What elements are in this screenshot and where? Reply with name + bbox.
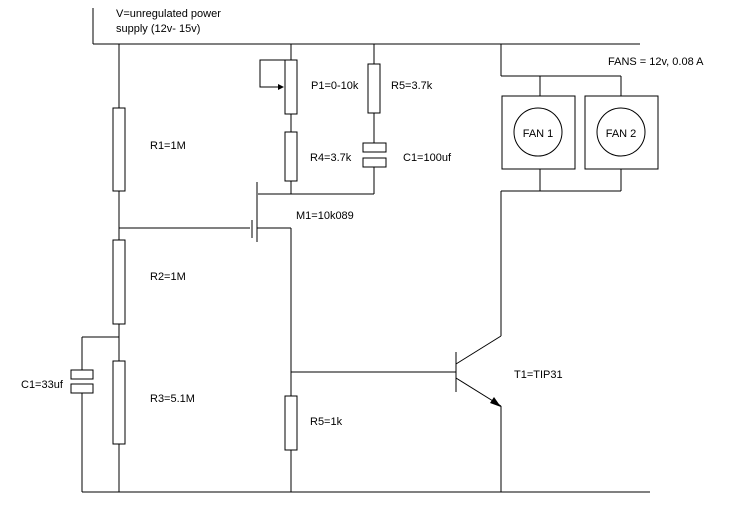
supply-label-line1: V=unregulated power: [116, 8, 221, 20]
supply-label-line2: supply (12v- 15v): [116, 23, 200, 35]
resistor-r2: [112, 239, 126, 325]
left-divider-wires: [82, 44, 250, 492]
supply-rail: [92, 8, 640, 45]
label-c1-left: C1=33uf: [21, 379, 64, 391]
label-r2: R2=1M: [150, 271, 186, 283]
resistor-r1: [112, 107, 126, 192]
fan-2: [584, 95, 659, 170]
label-c1-top: C1=100uf: [403, 152, 452, 164]
potentiometer-wiper: [259, 59, 291, 90]
label-fan-1: FAN 1: [523, 128, 554, 140]
resistor-r3: [112, 360, 126, 445]
resistor-r4: [284, 131, 298, 182]
fans-note: FANS = 12v, 0.08 A: [608, 56, 704, 68]
label-m1: M1=10k089: [296, 210, 354, 222]
fan-1: [501, 95, 576, 170]
label-r5-bottom: R5=1k: [310, 416, 343, 428]
label-r1: R1=1M: [150, 140, 186, 152]
mosfet-m1: [251, 182, 291, 242]
fan-wires: [500, 44, 622, 192]
label-t1: T1=TIP31: [514, 369, 563, 381]
label-r5-top: R5=3.7k: [391, 80, 433, 92]
resistor-r5-bottom: [284, 395, 298, 451]
transistor-t1: [455, 335, 502, 407]
capacitor-c1-top: [362, 142, 387, 168]
label-p1: P1=0-10k: [311, 80, 359, 92]
label-r3: R3=5.1M: [150, 393, 195, 405]
label-r4: R4=3.7k: [310, 152, 352, 164]
r5-c1-wires: [258, 44, 375, 195]
potentiometer-p1: [284, 59, 298, 115]
label-fan-2: FAN 2: [606, 128, 637, 140]
capacitor-c1-left: [70, 337, 94, 492]
resistor-r5-top: [367, 63, 381, 114]
